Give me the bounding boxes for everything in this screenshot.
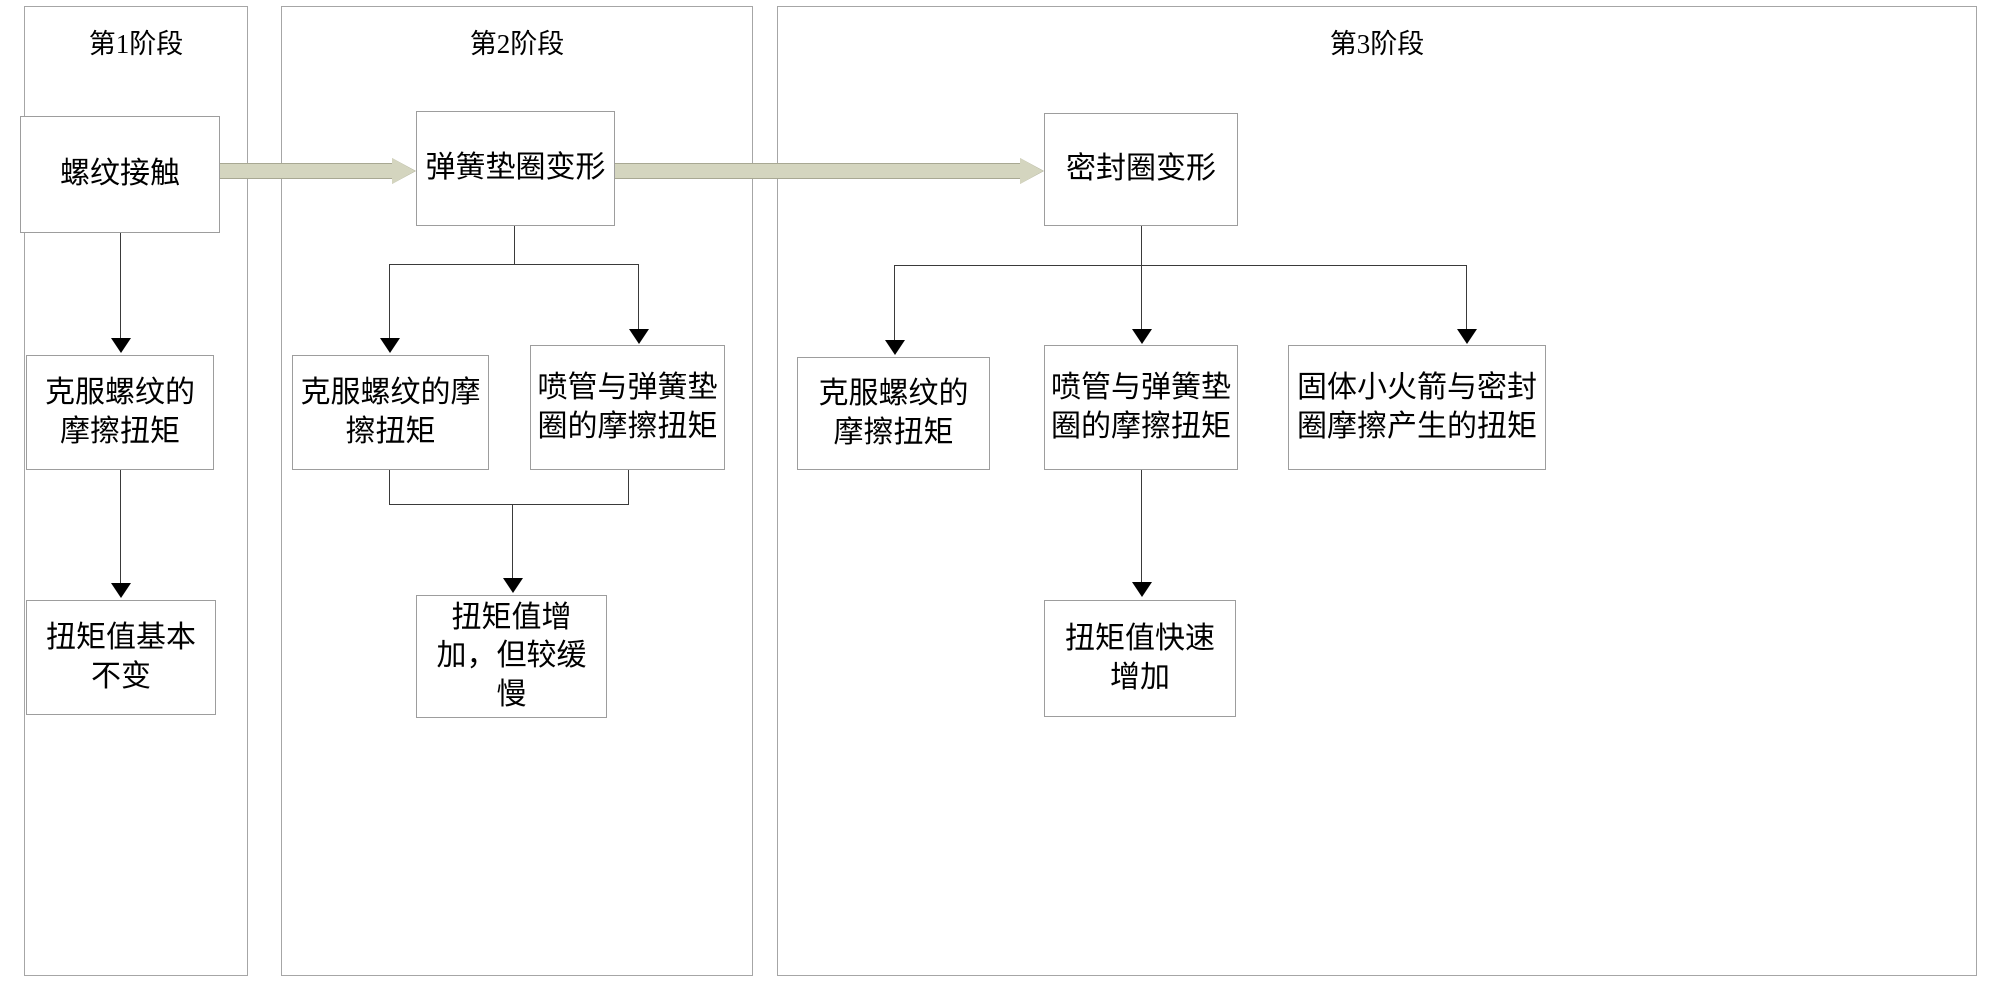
node-p3-n3: 喷管与弹簧垫圈的摩擦扭矩	[1044, 345, 1238, 470]
phase-panel-1	[24, 6, 248, 976]
phase-title-3: 第3阶段	[1329, 29, 1425, 59]
arrow-stage1-to-stage2	[220, 158, 416, 184]
node-p3-n5: 扭矩值快速增加	[1044, 600, 1236, 717]
connector-p2-n1-trunk	[514, 226, 516, 265]
arrowhead-p1-n3	[111, 583, 131, 598]
arrowhead-p2-n2	[380, 338, 400, 353]
node-p2-n3: 喷管与弹簧垫圈的摩擦扭矩	[530, 345, 725, 470]
node-p1-n1: 螺纹接触	[20, 116, 220, 233]
connector-p1-n1-to-p1-n2	[120, 233, 122, 338]
node-p1-n2: 克服螺纹的摩擦扭矩	[26, 355, 214, 470]
phase-title-1: 第1阶段	[88, 29, 184, 59]
phase-title-2: 第2阶段	[469, 29, 565, 59]
connector-p2-n1-to-p2-n3	[638, 264, 640, 329]
connector-p3-n1-trunk	[1141, 226, 1143, 266]
arrow-head	[392, 158, 415, 184]
arrow-head	[1020, 158, 1043, 184]
arrowhead-p3-n5	[1132, 582, 1152, 597]
connector-p3-n1-to-p3-n3	[1141, 265, 1143, 330]
arrowhead-p1-n2	[111, 338, 131, 353]
arrow-stage2-to-stage3	[615, 158, 1044, 184]
arrowhead-p2-n4	[503, 578, 523, 593]
arrowhead-p3-n4	[1457, 329, 1477, 344]
arrowhead-p2-n3	[629, 329, 649, 344]
node-p3-n4: 固体小火箭与密封圈摩擦产生的扭矩	[1288, 345, 1546, 470]
arrow-shaft	[615, 163, 1020, 179]
arrowhead-p3-n3	[1132, 329, 1152, 344]
connector-p3-n1-to-p3-n2	[894, 265, 896, 340]
phase-panel-3	[777, 6, 1977, 976]
connector-p2-n1-to-p2-n2	[389, 264, 391, 338]
connector-p2-n3-down	[628, 470, 630, 505]
arrow-shaft	[220, 163, 392, 179]
node-p3-n2: 克服螺纹的摩擦扭矩	[797, 357, 990, 470]
connector-p2-n2-down	[389, 470, 391, 505]
connector-p2-merge-to-p2-n4	[512, 504, 514, 578]
connector-p3-n1-to-p3-n4	[1466, 265, 1468, 330]
node-p2-n4: 扭矩值增加，但较缓慢	[416, 595, 607, 718]
node-p1-n3: 扭矩值基本不变	[26, 600, 216, 715]
node-p2-n2: 克服螺纹的摩擦扭矩	[292, 355, 489, 470]
connector-p2-n1-bus	[389, 264, 639, 266]
phase-panel-2	[281, 6, 753, 976]
connector-p2-merge-bus	[389, 504, 629, 506]
connector-p3-n3-to-p3-n5	[1141, 470, 1143, 582]
connector-p1-n2-to-p1-n3	[120, 470, 122, 583]
connector-p3-n1-bus	[894, 265, 1467, 267]
node-p2-n1: 弹簧垫圈变形	[416, 111, 615, 226]
node-p3-n1: 密封圈变形	[1044, 113, 1238, 226]
arrowhead-p3-n2	[885, 340, 905, 355]
